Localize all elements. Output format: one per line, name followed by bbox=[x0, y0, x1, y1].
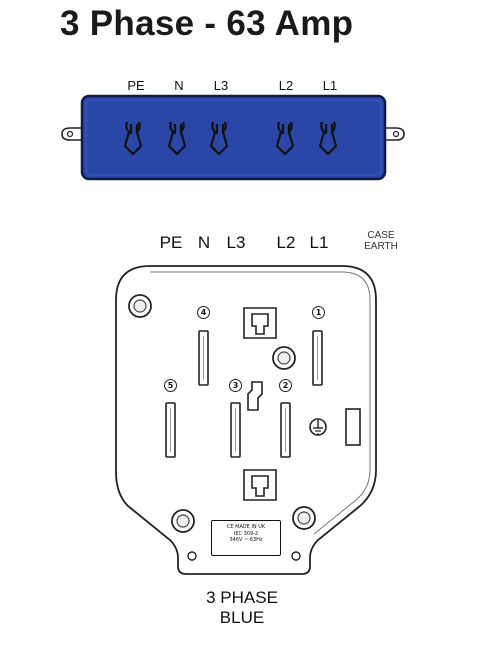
sleeve-n bbox=[167, 121, 187, 156]
sleeve-l3 bbox=[209, 121, 229, 156]
label-pe: PE bbox=[159, 233, 183, 252]
pin-number-4: 4 bbox=[197, 306, 210, 319]
cable-clamp-bottom bbox=[243, 469, 277, 501]
case-earth-label: CASE EARTH bbox=[364, 230, 398, 252]
label-l2: L2 bbox=[276, 233, 296, 252]
small-hole-left bbox=[187, 551, 197, 561]
top-label-n: N bbox=[174, 78, 184, 93]
blue-plug-body bbox=[80, 94, 387, 181]
earth-symbol-icon bbox=[309, 418, 327, 436]
screw-top-left bbox=[128, 294, 152, 318]
label-n: N bbox=[197, 233, 211, 252]
sleeve-pe bbox=[123, 121, 143, 156]
socket-face-outline bbox=[115, 265, 377, 575]
screw-bottom-right bbox=[292, 506, 316, 530]
page-title: 3 Phase - 63 Amp bbox=[60, 4, 354, 43]
sleeve-l2 bbox=[275, 121, 295, 156]
pin-number-3: 3 bbox=[229, 379, 242, 392]
right-mounting-lug bbox=[384, 127, 405, 141]
screw-bottom-left bbox=[171, 509, 195, 533]
center-notch bbox=[247, 381, 263, 411]
case-earth-terminal bbox=[345, 408, 361, 446]
screw-center bbox=[272, 346, 296, 370]
pin-number-2: 2 bbox=[279, 379, 292, 392]
sleeve-l1 bbox=[318, 121, 338, 156]
cable-clamp-top bbox=[243, 307, 277, 339]
pin-number-5: 5 bbox=[164, 379, 177, 392]
left-mounting-lug bbox=[61, 127, 84, 141]
top-label-l1: L1 bbox=[322, 78, 338, 93]
top-label-l2: L2 bbox=[278, 78, 294, 93]
top-label-pe: PE bbox=[127, 78, 145, 93]
label-l1: L1 bbox=[309, 233, 329, 252]
small-hole-right bbox=[291, 551, 301, 561]
caption: 3 PHASE BLUE bbox=[206, 588, 278, 627]
label-l3: L3 bbox=[226, 233, 246, 252]
rating-badge: CE MADE IN UK IEC 309-2 346V ~ 63Hz bbox=[211, 520, 281, 556]
top-label-l3: L3 bbox=[213, 78, 229, 93]
pin-number-1: 1 bbox=[312, 306, 325, 319]
